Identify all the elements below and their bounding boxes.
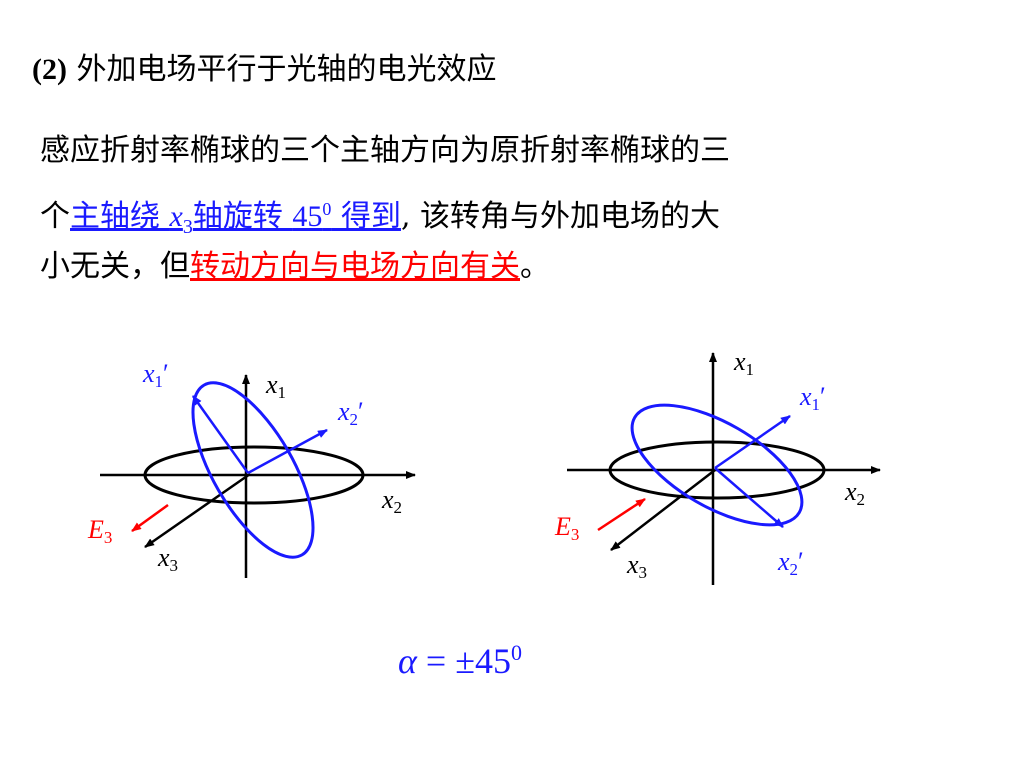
- label-e3: E3: [554, 512, 579, 544]
- x3-axis: [144, 472, 251, 549]
- rotation-angle: 45: [292, 200, 323, 233]
- angle-value: ±45: [455, 641, 511, 681]
- section-heading: (2) 外加电场平行于光轴的电光效应: [32, 50, 497, 90]
- angle-superscript: 0: [322, 199, 332, 219]
- rotation-text-c: 得到: [331, 199, 401, 234]
- label-x2: x2: [844, 477, 865, 509]
- rotated-ellipse: [191, 381, 315, 559]
- label-x1-prime: x1′: [142, 359, 169, 391]
- x2-prime-axis: [247, 428, 328, 475]
- label-x2: x2: [381, 485, 402, 517]
- line-1-text: 感应折射率椭球的三个主轴方向为原折射率椭球的三: [40, 133, 730, 168]
- label-x1-prime: x1′: [799, 382, 826, 414]
- paragraph-line-3: 小无关，但转动方向与电场方向有关。: [40, 238, 1000, 296]
- paragraph-line-1: 感应折射率椭球的三个主轴方向为原折射率椭球的三: [40, 122, 1000, 180]
- rotation-text-b: 轴旋转: [192, 199, 293, 234]
- label-x2-prime: x2′: [777, 547, 804, 579]
- rotation-text-a: 主轴绕: [70, 199, 170, 234]
- rotation-angle-formula: α = ±450: [398, 640, 522, 682]
- field-arrow: [597, 497, 646, 532]
- label-x1: x1: [265, 370, 286, 402]
- rotated-ellipse: [630, 403, 804, 527]
- body-paragraph: 感应折射率椭球的三个主轴方向为原折射率椭球的三 个主轴绕 x3轴旋转 450 得…: [40, 122, 1000, 296]
- equals-sign: =: [416, 641, 456, 681]
- line-3-suffix: 。: [520, 249, 550, 284]
- paragraph-line-2: 个主轴绕 x3轴旋转 450 得到, 该转角与外加电场的大: [40, 180, 1000, 238]
- angle-exponent: 0: [510, 640, 522, 665]
- x1-prime-axis: [714, 414, 791, 470]
- axis-variable: x: [169, 200, 183, 233]
- label-x2-prime: x2′: [337, 397, 364, 429]
- right-diagram: x1 x2 x3 x1′ x2′ E3: [554, 347, 881, 585]
- label-x1: x1: [733, 347, 754, 379]
- section-title: 外加电场平行于光轴的电光效应: [66, 52, 497, 87]
- line-2-suffix: , 该转角与外加电场的大: [400, 199, 721, 234]
- axis-subscript: 3: [182, 216, 193, 238]
- label-e3: E3: [87, 515, 112, 547]
- x2-prime-axis: [714, 467, 784, 528]
- label-x3: x3: [626, 550, 647, 582]
- left-diagram: x1 x2 x3 x1′ x2′ E3: [87, 359, 416, 578]
- rotation-phrase: 主轴绕 x3轴旋转 450 得到: [70, 199, 401, 238]
- section-number: (2): [32, 53, 67, 86]
- line-2-prefix: 个: [40, 199, 70, 234]
- x1-prime-axis: [191, 395, 250, 474]
- line-3-prefix: 小无关，但: [40, 249, 190, 284]
- field-arrow: [131, 503, 169, 533]
- x3-axis: [610, 469, 716, 551]
- label-x3: x3: [157, 543, 178, 575]
- direction-phrase: 转动方向与电场方向有关: [190, 249, 520, 284]
- alpha-symbol: α: [398, 641, 417, 681]
